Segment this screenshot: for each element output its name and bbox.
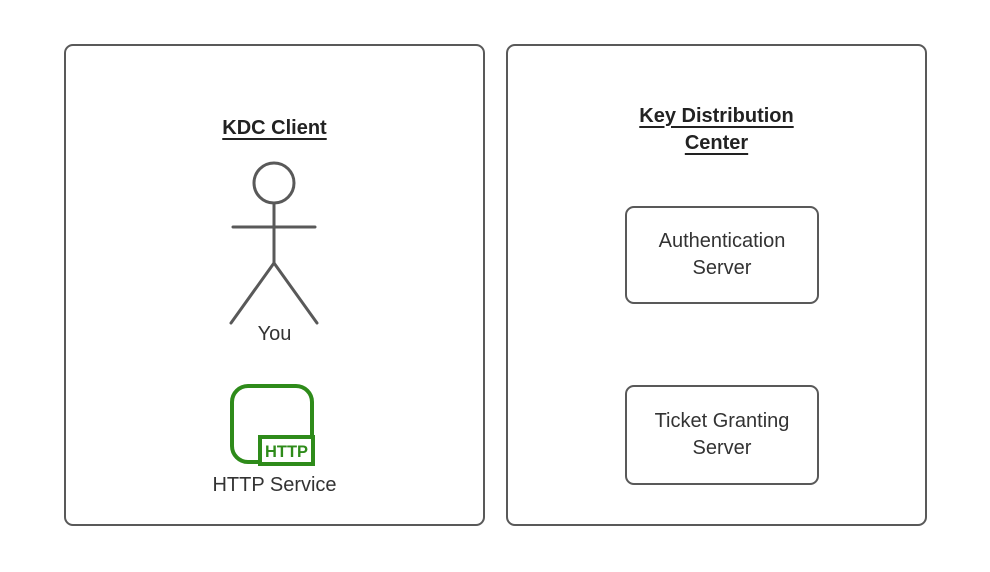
kdc-client-title: KDC Client (66, 115, 483, 142)
authentication-server-label: Authentication Server (658, 230, 786, 279)
stick-figure-person-icon (229, 161, 319, 325)
key-distribution-center-panel: Key Distribution Center Authentication S… (506, 44, 927, 526)
key-distribution-center-title: Key Distribution Center (508, 103, 925, 157)
kdc-client-title-text: KDC Client (222, 116, 327, 139)
http-service-icon: HTTP (230, 384, 315, 466)
actor-label: You (257, 323, 292, 345)
http-service-label: HTTP Service (212, 474, 337, 496)
authentication-server-box: Authentication Server (625, 206, 819, 304)
kdc-client-panel: KDC Client You HTTP HTTP Service (64, 44, 485, 526)
key-distribution-center-title-text: Key Distribution Center (639, 104, 794, 154)
http-badge-label: HTTP (265, 442, 308, 461)
ticket-granting-server-label: Ticket Granting Server (654, 410, 790, 459)
ticket-granting-server-box: Ticket Granting Server (625, 385, 819, 485)
